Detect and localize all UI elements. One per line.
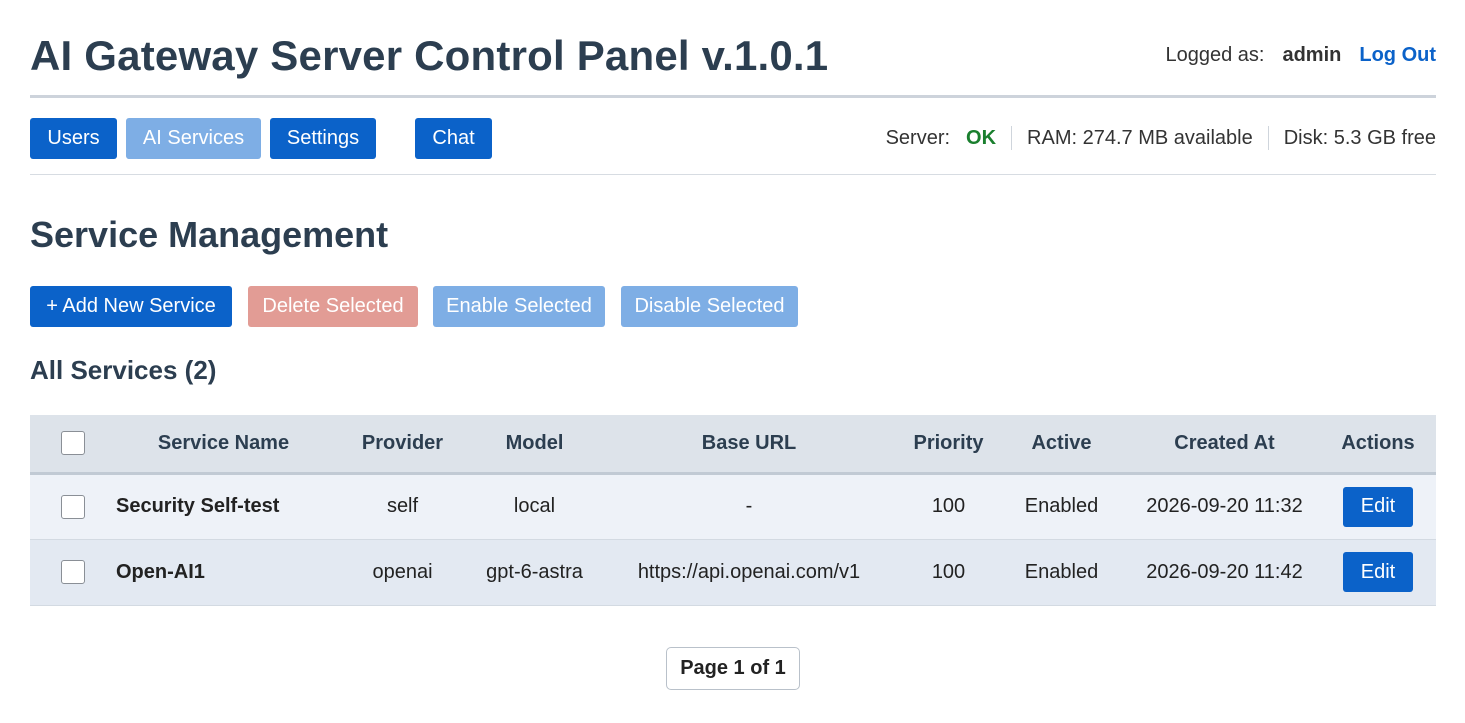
- service-name: Security Self-test: [116, 495, 280, 517]
- logged-as-label: Logged as:: [1165, 44, 1265, 66]
- column-header-priority[interactable]: Priority: [913, 431, 984, 454]
- page-title: Service Management: [30, 214, 389, 255]
- row-select-cell: [30, 473, 116, 539]
- column-header-active[interactable]: Active: [1031, 431, 1092, 454]
- service-model: gpt-6-astra: [486, 560, 583, 583]
- service-base-url: https://api.openai.com/v1: [637, 560, 861, 583]
- column-header-actions: Actions: [1341, 431, 1415, 454]
- add-service-button[interactable]: + Add New Service: [30, 286, 232, 327]
- status-divider: [1267, 126, 1269, 150]
- service-name: Open-AI1: [116, 560, 205, 583]
- disk-status: Disk: 5.3 GB free: [1283, 126, 1436, 149]
- app-header: AI Gateway Server Control Panel v.1.0.1 …: [30, 28, 1436, 98]
- service-model: local: [513, 495, 556, 517]
- service-created-at: 2026-09-20 11:32: [1146, 495, 1303, 517]
- nav-row: Users AI Services Settings Chat Server: …: [30, 118, 1436, 175]
- nav-ai-services-button[interactable]: AI Services: [126, 118, 261, 159]
- row-checkbox[interactable]: [61, 494, 85, 519]
- ram-status: RAM: 274.7 MB available: [1027, 126, 1253, 149]
- services-list-title: All Services (2): [30, 355, 217, 385]
- row-checkbox[interactable]: [61, 560, 85, 584]
- column-header-service-name[interactable]: Service Name: [157, 431, 290, 454]
- service-priority: 100: [931, 560, 966, 583]
- delete-selected-button[interactable]: Delete Selected: [248, 286, 418, 327]
- service-base-url: -: [745, 495, 753, 517]
- service-priority: 100: [931, 495, 966, 517]
- service-provider: self: [386, 495, 419, 517]
- user-box: Logged as: admin Log Out: [1165, 44, 1436, 67]
- column-header-base-url[interactable]: Base URL: [701, 431, 797, 454]
- disable-selected-button[interactable]: Disable Selected: [621, 286, 798, 327]
- enable-selected-button[interactable]: Enable Selected: [433, 286, 605, 327]
- server-status-value: OK: [966, 126, 997, 149]
- service-active: Enabled: [1024, 495, 1099, 517]
- pagination-indicator: Page 1 of 1: [666, 647, 800, 690]
- logout-link[interactable]: Log Out: [1359, 44, 1436, 66]
- nav-users-button[interactable]: Users: [30, 118, 117, 159]
- edit-button[interactable]: Edit: [1343, 486, 1413, 527]
- app-title: AI Gateway Server Control Panel v.1.0.1: [30, 32, 829, 79]
- server-label: Server:: [885, 126, 951, 149]
- row-actions-cell: Edit: [1320, 539, 1436, 605]
- services-table: Service Name Provider Model Base URL Pri…: [30, 415, 1436, 606]
- row-select-cell: [30, 539, 116, 605]
- select-all-checkbox[interactable]: [61, 431, 85, 456]
- select-all-cell: [30, 415, 116, 473]
- username: admin: [1282, 44, 1342, 66]
- table-row: Open-AI1 openai gpt-6-astra https://api.…: [30, 539, 1436, 605]
- column-header-provider[interactable]: Provider: [361, 431, 444, 454]
- nav-settings-button[interactable]: Settings: [270, 118, 376, 159]
- service-provider: openai: [372, 560, 433, 583]
- status-divider: [1011, 126, 1013, 150]
- server-status: Server: OK RAM: 274.7 MB available Disk:…: [886, 126, 1436, 150]
- table-header-row: Service Name Provider Model Base URL Pri…: [30, 415, 1436, 473]
- service-active: Enabled: [1024, 560, 1099, 583]
- nav-chat-button[interactable]: Chat: [415, 118, 492, 159]
- column-header-model[interactable]: Model: [505, 431, 564, 454]
- service-created-at: 2026-09-20 11:42: [1146, 560, 1303, 583]
- table-row: Security Self-test self local - 100 Enab…: [30, 473, 1436, 539]
- edit-button[interactable]: Edit: [1343, 552, 1413, 592]
- row-actions-cell: Edit: [1320, 473, 1436, 539]
- column-header-created-at[interactable]: Created At: [1174, 431, 1275, 454]
